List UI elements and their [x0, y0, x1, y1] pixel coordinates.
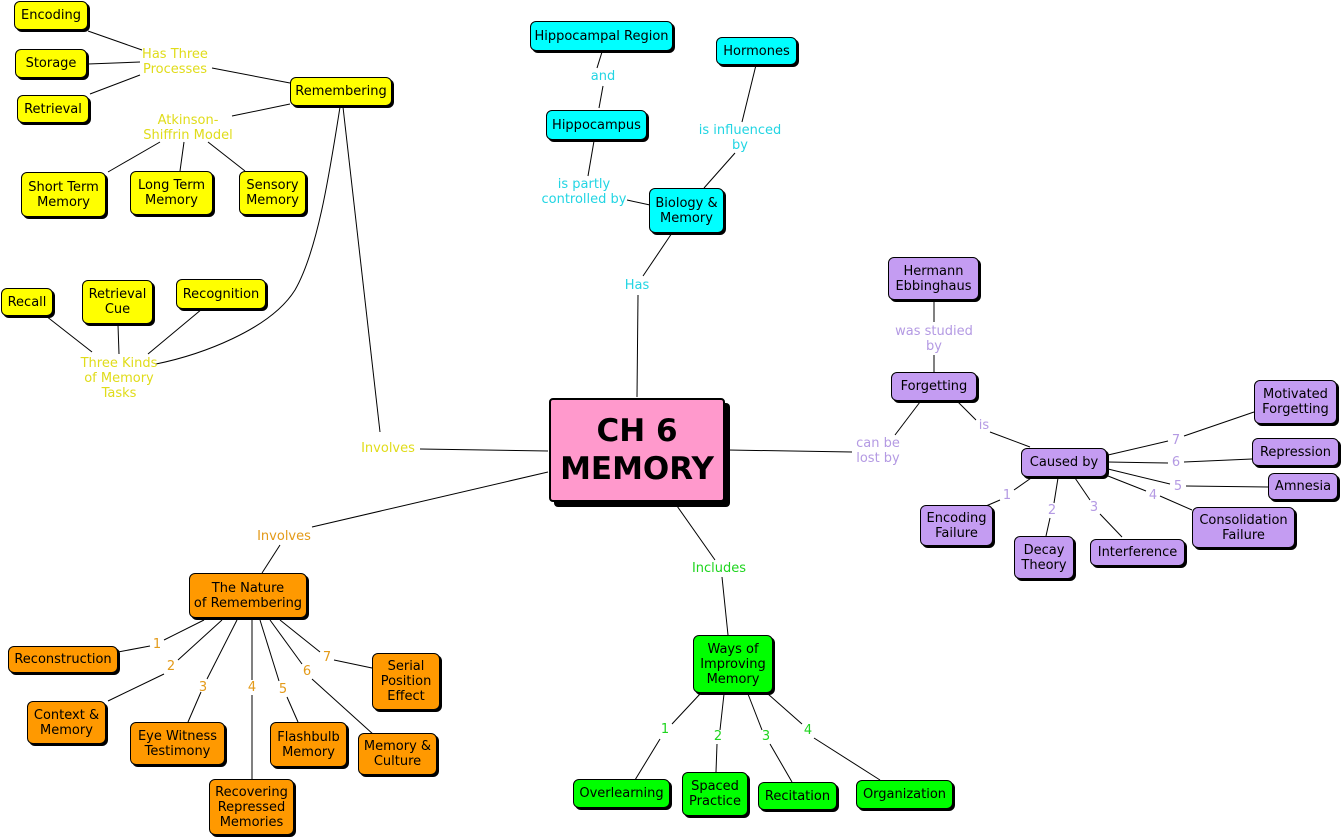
- node-organization[interactable]: Organization: [856, 780, 953, 809]
- cause-number-5: 5: [1173, 479, 1183, 494]
- node-ways-of-improving-memory[interactable]: Ways of Improving Memory: [693, 635, 773, 693]
- link-label-was-studied-by: was studied by: [895, 324, 973, 354]
- node-reconstruction[interactable]: Reconstruction: [8, 646, 118, 673]
- node-interference[interactable]: Interference: [1090, 539, 1185, 566]
- link-label-is-partly-controlled-by: is partly controlled by: [541, 177, 627, 207]
- node-retrieval[interactable]: Retrieval: [17, 95, 89, 123]
- nature-number-4: 4: [247, 680, 257, 695]
- node-recitation[interactable]: Recitation: [758, 782, 837, 810]
- node-memory-culture[interactable]: Memory & Culture: [358, 733, 437, 775]
- nature-number-7: 7: [322, 650, 332, 665]
- link-label-and: and: [590, 69, 616, 84]
- ways-number-4: 4: [803, 723, 813, 738]
- node-encoding-failure[interactable]: Encoding Failure: [920, 505, 993, 546]
- link-label-has: Has: [624, 278, 650, 293]
- node-sensory-memory[interactable]: Sensory Memory: [239, 171, 306, 215]
- node-recovering-repressed-memories[interactable]: Recovering Repressed Memories: [209, 779, 294, 835]
- node-encoding[interactable]: Encoding: [14, 1, 88, 30]
- link-label-involves-top: Involves: [361, 441, 415, 456]
- cause-number-2: 2: [1047, 503, 1057, 518]
- node-retrieval-cue[interactable]: Retrieval Cue: [82, 280, 153, 324]
- link-label-three-kinds-of-memory-tasks: Three Kinds of Memory Tasks: [80, 356, 158, 401]
- node-caused-by[interactable]: Caused by: [1021, 448, 1107, 477]
- node-spaced-practice[interactable]: Spaced Practice: [682, 772, 748, 816]
- node-amnesia[interactable]: Amnesia: [1268, 473, 1338, 500]
- node-context-memory[interactable]: Context & Memory: [27, 701, 106, 744]
- link-label-is: is: [978, 418, 990, 433]
- node-hormones[interactable]: Hormones: [716, 37, 797, 65]
- node-repression[interactable]: Repression: [1252, 438, 1339, 466]
- node-flashbulb-memory[interactable]: Flashbulb Memory: [270, 722, 347, 767]
- node-hippocampal-region[interactable]: Hippocampal Region: [530, 21, 673, 51]
- node-hippocampus[interactable]: Hippocampus: [546, 110, 647, 140]
- cause-number-6: 6: [1171, 455, 1181, 470]
- nature-number-5: 5: [278, 682, 288, 697]
- node-long-term-memory[interactable]: Long Term Memory: [130, 171, 213, 215]
- node-recognition[interactable]: Recognition: [176, 279, 266, 309]
- node-serial-position-effect[interactable]: Serial Position Effect: [372, 653, 440, 710]
- link-label-involves-bottom: Involves: [257, 529, 311, 544]
- link-label-atkinson-shiffrin-model: Atkinson- Shiffrin Model: [143, 113, 233, 143]
- nature-number-1: 1: [152, 637, 162, 652]
- nature-number-3: 3: [198, 680, 208, 695]
- ways-number-3: 3: [761, 729, 771, 744]
- node-biology-memory[interactable]: Biology & Memory: [649, 188, 724, 233]
- node-hermann-ebbinghaus[interactable]: Hermann Ebbinghaus: [888, 257, 979, 300]
- node-overlearning[interactable]: Overlearning: [573, 779, 670, 808]
- nature-number-6: 6: [302, 664, 312, 679]
- cause-number-1: 1: [1002, 488, 1012, 503]
- cause-number-7: 7: [1171, 433, 1181, 448]
- cause-number-3: 3: [1089, 500, 1099, 515]
- node-eye-witness-testimony[interactable]: Eye Witness Testimony: [130, 722, 225, 765]
- node-nature-of-remembering[interactable]: The Nature of Remembering: [189, 573, 307, 618]
- node-remembering[interactable]: Remembering: [290, 77, 392, 106]
- node-recall[interactable]: Recall: [1, 288, 53, 316]
- cause-number-4: 4: [1148, 488, 1158, 503]
- ways-number-2: 2: [713, 729, 723, 744]
- node-motivated-forgetting[interactable]: Motivated Forgetting: [1254, 380, 1337, 424]
- nature-number-2: 2: [166, 659, 176, 674]
- central-topic-node[interactable]: CH 6 MEMORY: [549, 398, 725, 502]
- node-forgetting[interactable]: Forgetting: [891, 372, 977, 401]
- link-label-can-be-lost-by: can be lost by: [856, 436, 900, 466]
- link-label-has-three-processes: Has Three Processes: [142, 47, 208, 77]
- node-decay-theory[interactable]: Decay Theory: [1014, 536, 1074, 579]
- node-short-term-memory[interactable]: Short Term Memory: [21, 172, 106, 217]
- node-storage[interactable]: Storage: [15, 49, 87, 78]
- link-label-is-influenced-by: is influenced by: [698, 123, 782, 153]
- link-label-includes: Includes: [691, 561, 747, 576]
- node-consolidation-failure[interactable]: Consolidation Failure: [1192, 507, 1295, 548]
- ways-number-1: 1: [660, 722, 670, 737]
